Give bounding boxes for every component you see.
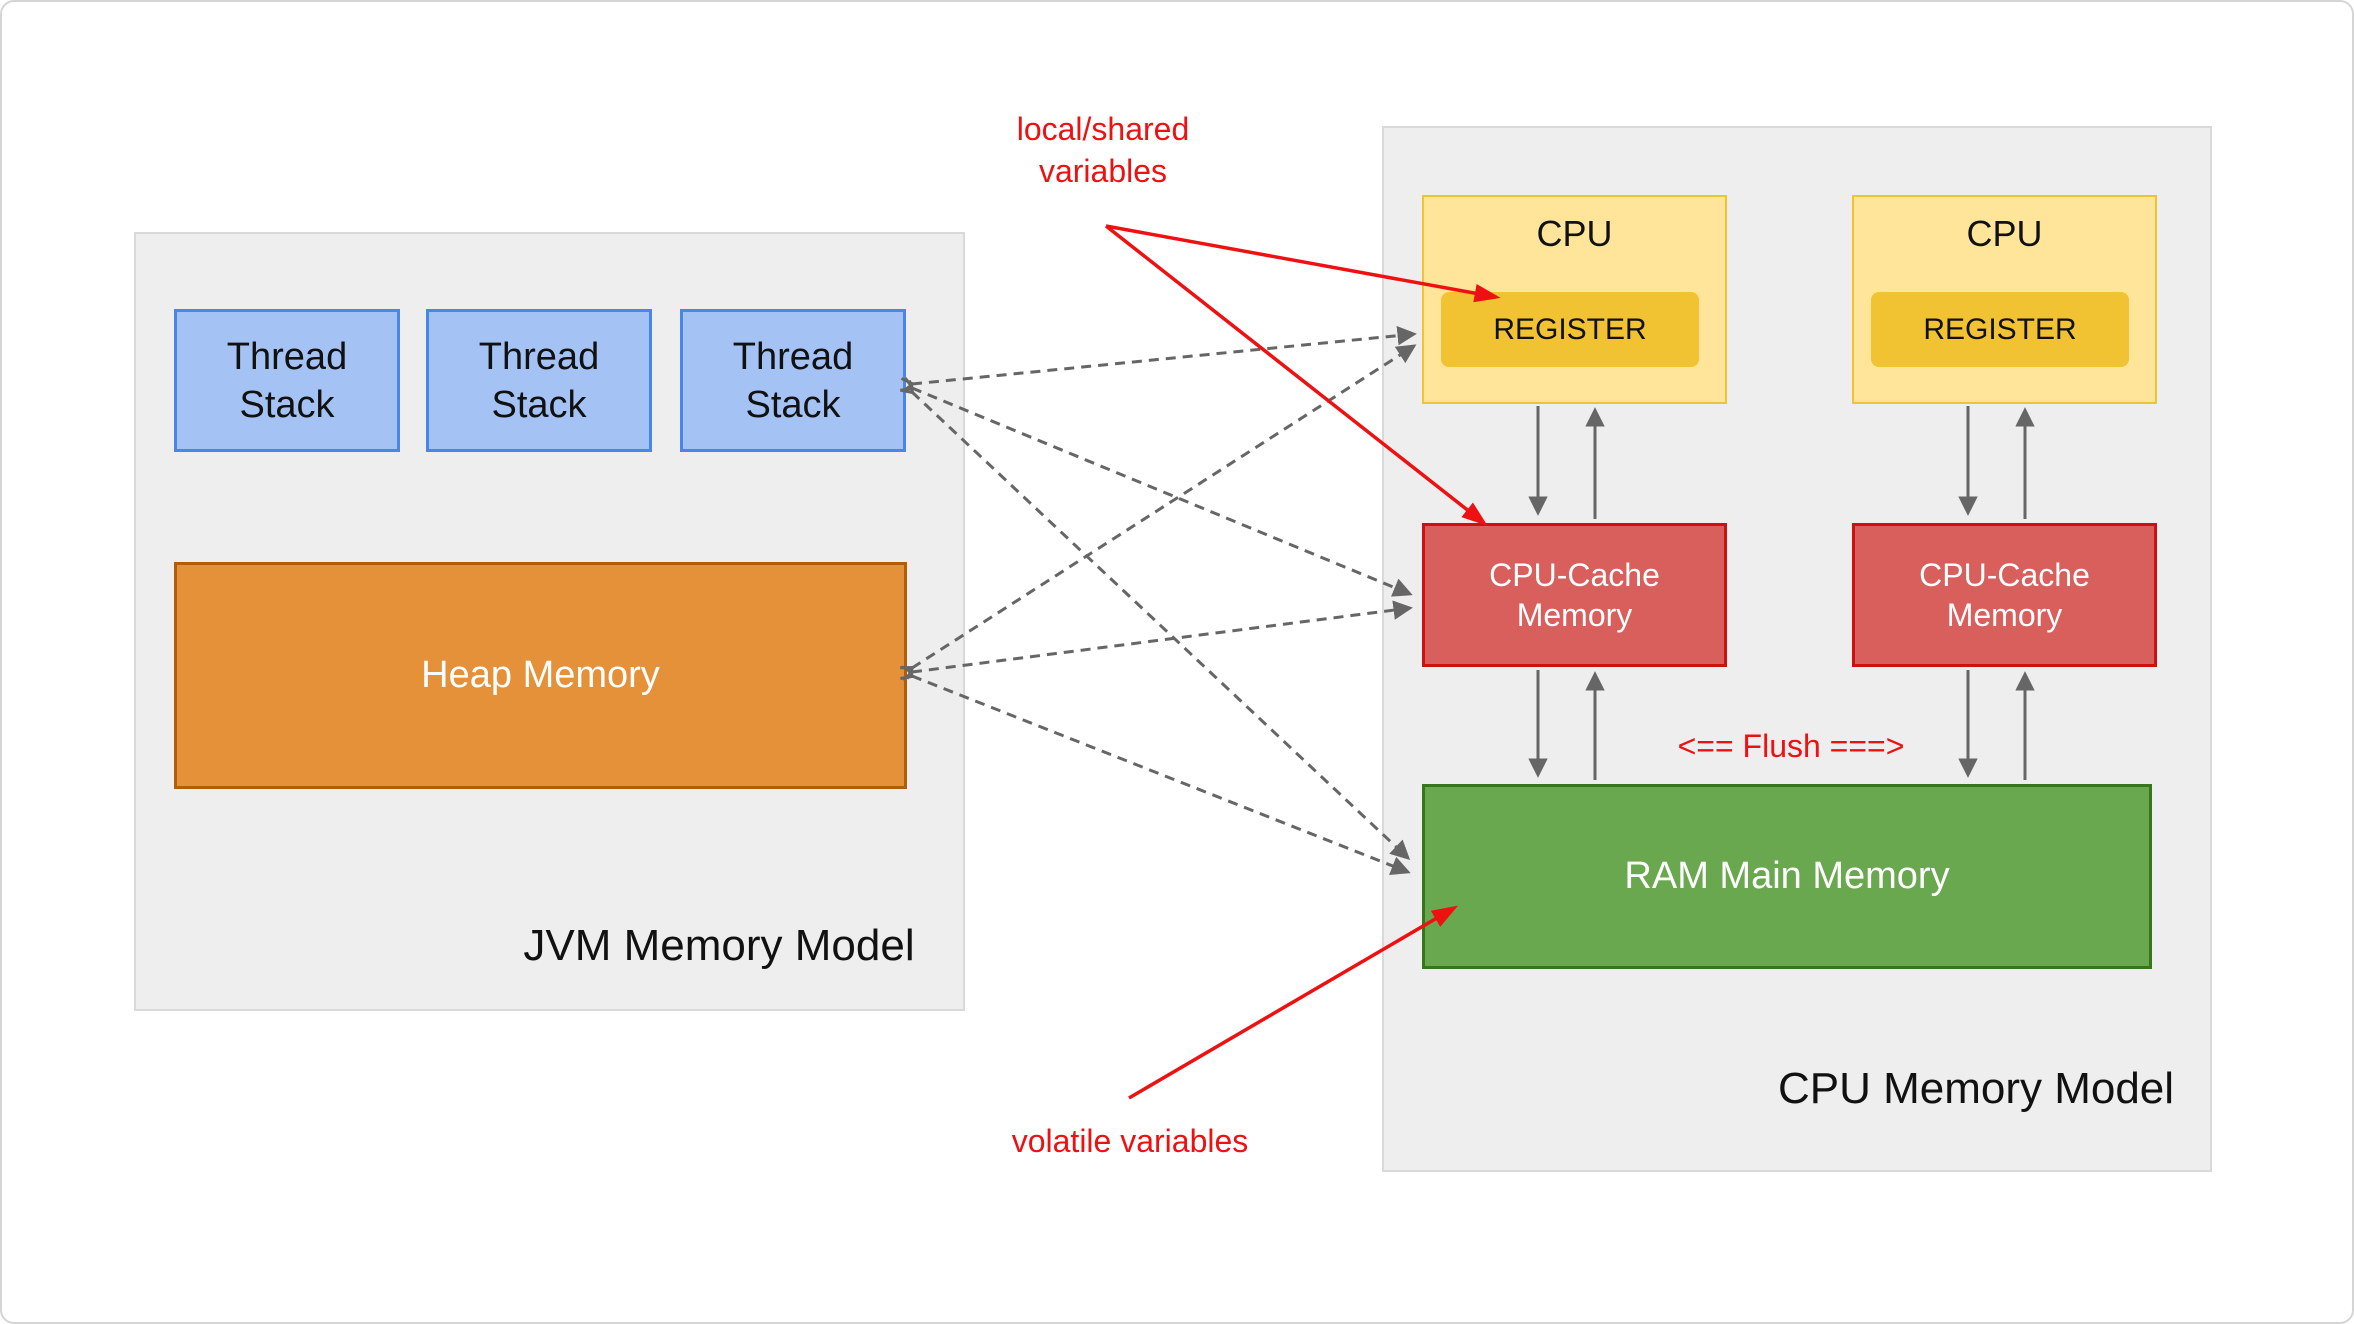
cpu-cache-label: CPU-Cache Memory (1919, 557, 2090, 633)
thread-stack-box-3: Thread Stack (680, 309, 906, 452)
jvm-panel-title: JVM Memory Model (523, 921, 915, 970)
heap-memory-box: Heap Memory (174, 562, 907, 789)
thread-stack-label: Thread Stack (226, 335, 348, 426)
register-box-1: REGISTER (1441, 292, 1699, 367)
thread-stack-box-1: Thread Stack (174, 309, 400, 452)
connector-threadstack-ram (912, 392, 1408, 858)
register-box-2: REGISTER (1871, 292, 2129, 367)
connector-threadstack-register (912, 334, 1414, 384)
cpu-cache-label: CPU-Cache Memory (1489, 557, 1660, 633)
local-shared-variables-annotation: local/shared variables (1016, 111, 1190, 189)
heap-memory-label: Heap Memory (421, 654, 660, 696)
cpu-cache-box-1: CPU-Cache Memory (1422, 523, 1727, 667)
connector-heap-cache (912, 608, 1410, 672)
volatile-variables-annotation: volatile variables (1011, 1123, 1249, 1159)
register-label: REGISTER (1493, 312, 1647, 346)
register-label: REGISTER (1923, 312, 2077, 346)
connector-threadstack-cache (912, 388, 1410, 594)
ram-main-memory-box: RAM Main Memory (1422, 784, 2152, 969)
thread-stack-box-2: Thread Stack (426, 309, 652, 452)
ram-label: RAM Main Memory (1624, 855, 1950, 897)
cpu-label: CPU (1966, 213, 2043, 254)
thread-stack-label: Thread Stack (478, 335, 600, 426)
cpu-panel-title: CPU Memory Model (1777, 1064, 2175, 1113)
cpu-cache-box-2: CPU-Cache Memory (1852, 523, 2157, 667)
flush-annotation: <== Flush ===> (1677, 728, 1905, 764)
connector-heap-register (912, 346, 1414, 668)
thread-stack-label: Thread Stack (732, 335, 854, 426)
cpu-label: CPU (1536, 213, 1613, 254)
connector-heap-ram (912, 676, 1408, 872)
